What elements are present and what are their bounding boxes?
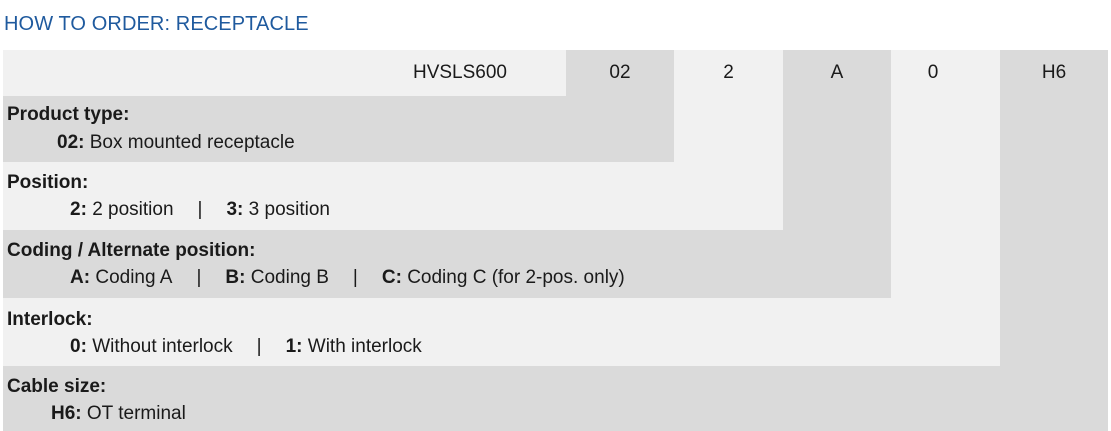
- option-code: B:: [225, 267, 246, 288]
- separator: |: [352, 267, 358, 288]
- separator: |: [196, 267, 202, 288]
- option-label: Without interlock: [92, 336, 233, 357]
- section-options-cable-size: H6: OT terminal: [51, 403, 186, 425]
- code-interlock: 0: [927, 62, 939, 83]
- option-label: OT terminal: [86, 403, 186, 424]
- option-label: Box mounted receptacle: [89, 132, 295, 153]
- row-cable-size-bg: [3, 366, 1108, 431]
- code-coding: A: [830, 62, 844, 83]
- section-header-cable-size: Cable size:: [7, 376, 107, 397]
- option-label: Coding A: [95, 267, 173, 288]
- separator: |: [197, 199, 203, 220]
- option-label: 3 position: [248, 199, 330, 220]
- row-interlock-bg: [3, 298, 1000, 366]
- section-options-product-type: 02: Box mounted receptacle: [57, 132, 295, 154]
- base-code-cell-bg: [3, 50, 566, 96]
- option-label: 2 position: [92, 199, 174, 220]
- section-header-position: Position:: [7, 172, 89, 193]
- option-code: 0:: [70, 336, 87, 357]
- column-interlock-bg: [891, 50, 1000, 298]
- section-header-coding: Coding / Alternate position:: [7, 240, 256, 261]
- option-code: 02:: [57, 132, 85, 153]
- option-label: Coding B: [250, 267, 329, 288]
- code-product-type: 02: [609, 62, 631, 83]
- row-position-bg: [3, 162, 783, 230]
- page-title: HOW TO ORDER: RECEPTACLE: [4, 13, 309, 35]
- option-code: A:: [70, 267, 91, 288]
- option-code: 1:: [285, 336, 303, 357]
- code-base: HVSLS600: [412, 62, 507, 83]
- section-options-coding: A: Coding A | B: Coding B | C: Coding C (for…: [70, 267, 625, 289]
- section-header-product-type: Product type:: [7, 104, 130, 125]
- option-code: H6:: [51, 403, 82, 424]
- column-product-type-bg: [566, 50, 674, 96]
- code-cable-size: H6: [1041, 62, 1067, 83]
- option-label: Coding C (for 2-pos. only): [407, 267, 625, 288]
- option-code: C:: [381, 267, 402, 288]
- column-cable-size-bg: [1000, 50, 1108, 366]
- column-coding-bg: [783, 50, 891, 230]
- section-options-interlock: 0: Without interlock | 1: With interlock: [70, 336, 422, 358]
- section-options-position: 2: 2 position | 3: 3 position: [70, 199, 330, 221]
- option-code: 2:: [70, 199, 87, 220]
- option-code: 3:: [226, 199, 244, 220]
- row-coding-bg: [3, 230, 891, 298]
- separator: |: [256, 336, 262, 357]
- option-label: With interlock: [307, 336, 422, 357]
- section-header-interlock: Interlock:: [7, 309, 93, 330]
- row-product-type-bg: [3, 96, 674, 162]
- code-position: 2: [723, 62, 734, 83]
- column-position-bg: [674, 50, 783, 162]
